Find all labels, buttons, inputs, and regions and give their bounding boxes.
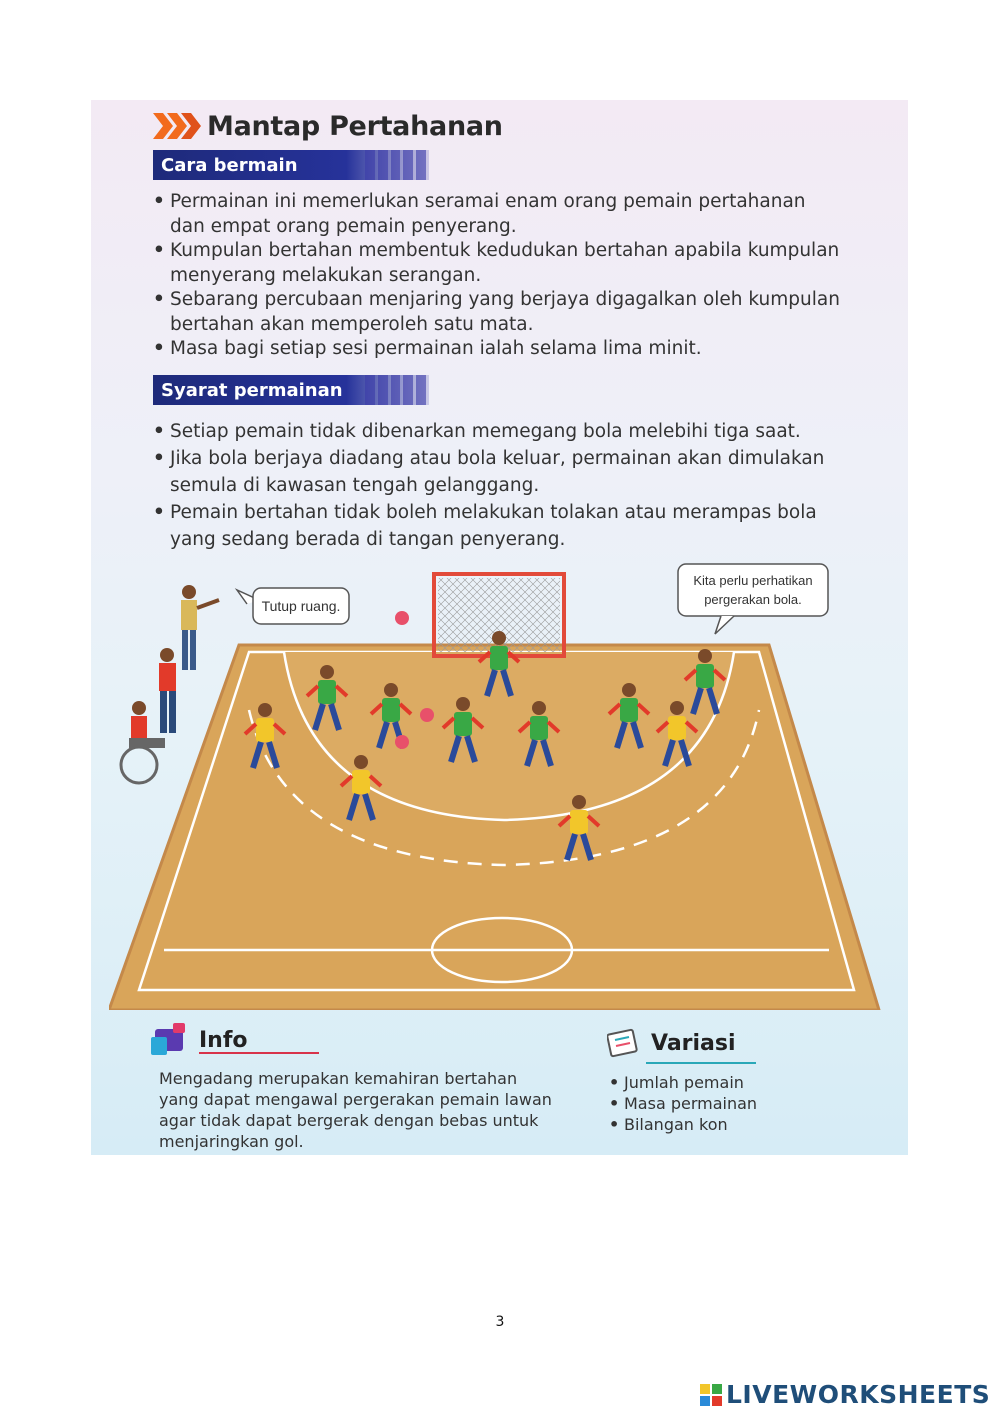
syarat-permainan-list: Setiap pemain tidak dibenarkan memegang … bbox=[153, 418, 843, 553]
coach-figure bbox=[181, 585, 220, 670]
goal-net bbox=[432, 572, 566, 658]
bubble-left-text: Tutup ruang. bbox=[262, 598, 341, 614]
variasi-heading: Variasi bbox=[607, 1028, 736, 1058]
info-text: Mengadang merupakan kemahiran bertahan y… bbox=[159, 1069, 552, 1151]
clipboard-icon bbox=[607, 1028, 638, 1058]
speech-bubble-left: Tutup ruang. bbox=[234, 587, 350, 625]
brand-logo-icon bbox=[700, 1383, 722, 1406]
list-item: Kumpulan bertahan membentuk kedudukan be… bbox=[153, 239, 843, 288]
wheelchair-student bbox=[119, 701, 165, 785]
player-figure bbox=[369, 683, 413, 749]
list-item: Pemain bertahan tidak boleh melakukan to… bbox=[153, 499, 843, 553]
variasi-underline bbox=[646, 1062, 756, 1064]
player-figure bbox=[655, 701, 699, 767]
handball-court-illustration: Tutup ruang. Kita perlu perhatikan perge… bbox=[109, 563, 881, 1010]
liveworksheets-logo: LIVEWORKSHEETS bbox=[700, 1380, 990, 1409]
ball bbox=[420, 708, 434, 722]
section-heading-cara-bermain: Cara bermain bbox=[153, 150, 429, 180]
list-item: Bilangan kon bbox=[609, 1114, 757, 1135]
list-item: Sebarang percubaan menjaring yang berjay… bbox=[153, 288, 843, 337]
cara-bermain-list: Permainan ini memerlukan seramai enam or… bbox=[153, 190, 843, 362]
variasi-list: Jumlah pemain Masa permainan Bilangan ko… bbox=[609, 1072, 757, 1135]
list-item: Jumlah pemain bbox=[609, 1072, 757, 1093]
player-figure bbox=[557, 795, 601, 861]
ball bbox=[395, 735, 409, 749]
bubble-right-text-1: Kita perlu perhatikan bbox=[693, 573, 812, 588]
section-heading-label: Syarat permainan bbox=[161, 379, 343, 401]
center-circle bbox=[430, 916, 574, 984]
list-item: Masa bagi setiap sesi permainan ialah se… bbox=[153, 337, 843, 362]
page-title: Mantap Pertahanan bbox=[207, 110, 503, 142]
page-number: 3 bbox=[495, 1314, 505, 1330]
list-item: Jika bola berjaya diadang atau bola kelu… bbox=[153, 445, 843, 499]
player-figure bbox=[243, 703, 287, 769]
brand-text: LIVEWORKSHEETS bbox=[726, 1380, 991, 1409]
variasi-label: Variasi bbox=[651, 1030, 736, 1056]
speech-bubble-right: Kita perlu perhatikan pergerakan bola. bbox=[677, 563, 829, 635]
worksheet-panel: Mantap Pertahanan Cara bermain Permainan… bbox=[91, 100, 908, 1155]
player-figure bbox=[607, 683, 651, 749]
list-item: Masa permainan bbox=[609, 1093, 757, 1114]
heading-stripes bbox=[365, 375, 429, 405]
info-label: Info bbox=[199, 1027, 248, 1053]
player-figure bbox=[517, 701, 561, 767]
info-icon bbox=[151, 1023, 185, 1055]
player-figure bbox=[441, 697, 485, 763]
player-figure bbox=[305, 665, 349, 731]
heading-stripes bbox=[365, 150, 429, 180]
info-heading: Info bbox=[151, 1023, 248, 1057]
info-underline bbox=[199, 1052, 319, 1054]
free-throw-line bbox=[247, 709, 761, 867]
players bbox=[243, 631, 727, 861]
bubble-right-text-2: pergerakan bola. bbox=[704, 592, 802, 607]
chevron-arrows-icon bbox=[153, 113, 201, 139]
student-red-shirt bbox=[159, 648, 176, 733]
title-row: Mantap Pertahanan bbox=[153, 108, 503, 144]
ball bbox=[395, 611, 409, 625]
section-heading-syarat-permainan: Syarat permainan bbox=[153, 375, 429, 405]
player-figure bbox=[339, 755, 383, 821]
list-item: Setiap pemain tidak dibenarkan memegang … bbox=[153, 418, 843, 445]
section-heading-label: Cara bermain bbox=[161, 154, 298, 176]
list-item: Permainan ini memerlukan seramai enam or… bbox=[153, 190, 843, 239]
player-figure bbox=[683, 649, 727, 715]
player-figure bbox=[477, 631, 521, 697]
